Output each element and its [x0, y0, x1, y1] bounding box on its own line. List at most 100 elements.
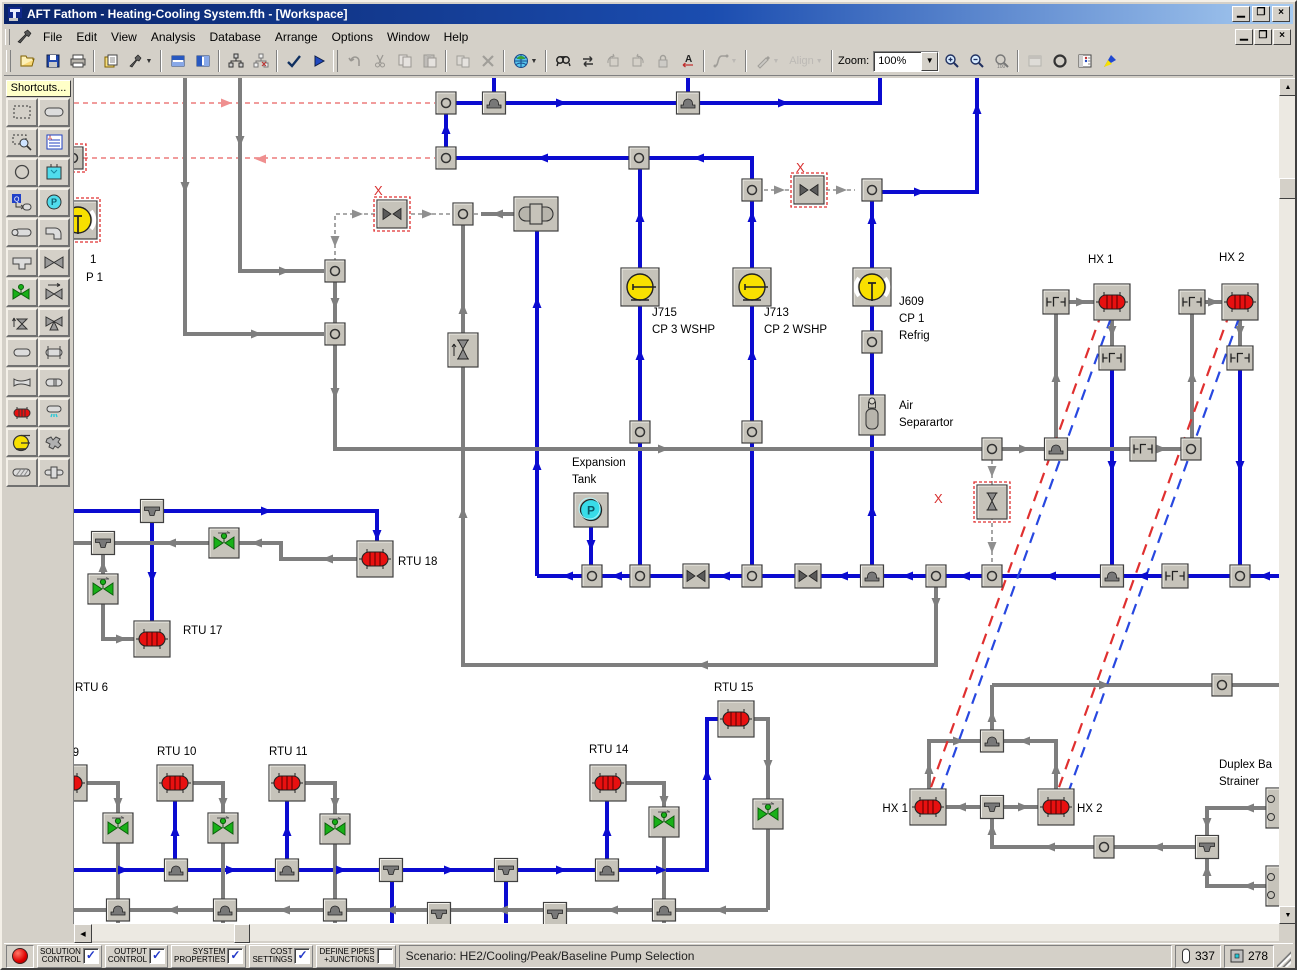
pipe[interactable]	[446, 156, 754, 192]
analysis-tools-button[interactable]: ▼	[123, 49, 157, 73]
pipe[interactable]	[304, 781, 337, 923]
zoom-100-button[interactable]: 100	[989, 49, 1014, 73]
mdi-close-button[interactable]: ×	[1273, 28, 1291, 45]
menu-grip[interactable]	[5, 28, 10, 45]
junction-tee[interactable]	[542, 901, 568, 925]
shortcuts-button[interactable]: Shortcuts...	[6, 80, 71, 97]
pipe[interactable]	[334, 213, 375, 260]
pipe-tool[interactable]	[38, 98, 70, 127]
junction-branch[interactable]	[1099, 564, 1125, 588]
junction-circ[interactable]	[1229, 564, 1251, 588]
junction-branch[interactable]	[322, 898, 348, 922]
junction-circ[interactable]	[741, 564, 763, 588]
zoom-select-tool[interactable]	[6, 128, 38, 157]
pipe[interactable]	[1065, 317, 1241, 797]
toolbar-grip[interactable]	[333, 50, 338, 72]
tee-tool[interactable]	[6, 248, 38, 277]
junction-circ[interactable]	[1180, 437, 1202, 461]
junction-strain[interactable]	[1265, 787, 1279, 829]
tube-bundle-tool[interactable]	[38, 368, 70, 397]
junction-hx[interactable]	[1221, 283, 1259, 321]
workspace-view-button[interactable]	[165, 49, 190, 73]
global-edit-button[interactable]: ▼	[508, 49, 542, 73]
junction-hx[interactable]	[909, 788, 947, 826]
junction-cv[interactable]	[752, 798, 784, 830]
junction-pump[interactable]	[74, 197, 101, 243]
junction-ptank[interactable]: P	[573, 492, 609, 528]
assigned-flow-tool[interactable]: Q	[6, 188, 38, 217]
junction-circ[interactable]	[981, 564, 1003, 588]
spray-discharge-tool[interactable]	[38, 398, 70, 427]
save-button[interactable]	[40, 49, 65, 73]
junction-circ[interactable]	[741, 420, 763, 444]
junction-branch[interactable]	[1043, 437, 1069, 461]
junction-branch[interactable]	[105, 898, 131, 922]
scenario-manager-button[interactable]	[223, 49, 248, 73]
zoom-out-button[interactable]	[964, 49, 989, 73]
zoom-in-button[interactable]	[939, 49, 964, 73]
junction-circ[interactable]	[324, 259, 346, 283]
junction-branch[interactable]	[163, 858, 189, 882]
vertical-scrollbar[interactable]: ▲ ▼	[1279, 78, 1295, 924]
junction-fitting[interactable]	[1042, 289, 1070, 315]
junction-hx[interactable]	[589, 764, 627, 802]
junction-relief[interactable]	[447, 332, 479, 368]
junction-circ[interactable]	[1211, 673, 1233, 697]
branch-tool[interactable]	[6, 218, 38, 247]
pipe[interactable]	[438, 78, 882, 105]
junction-tee[interactable]	[378, 857, 404, 883]
junction-valve[interactable]	[794, 563, 822, 589]
venturi-tool[interactable]	[38, 338, 70, 367]
junction-valvec[interactable]	[790, 172, 828, 208]
junction-circ[interactable]	[324, 322, 346, 346]
pipe[interactable]	[753, 717, 770, 910]
junction-hx[interactable]	[356, 540, 394, 578]
junction-hx[interactable]	[133, 620, 171, 658]
junction-tee[interactable]	[90, 530, 116, 556]
assigned-pressure-tool[interactable]: P	[38, 188, 70, 217]
pipe[interactable]	[1056, 311, 1232, 791]
print-preview-button[interactable]	[98, 49, 123, 73]
highlight-button[interactable]	[1097, 49, 1122, 73]
junction-pump[interactable]	[620, 267, 660, 307]
fitting-tool[interactable]	[38, 458, 70, 487]
pipe[interactable]	[86, 781, 120, 923]
toggle-checkbox[interactable]: ✓	[82, 948, 99, 964]
dead-end-tool[interactable]	[6, 368, 38, 397]
pipe[interactable]	[872, 78, 979, 194]
junction-branch[interactable]	[859, 564, 885, 588]
junction-tee[interactable]	[979, 794, 1005, 820]
junction-cv[interactable]	[648, 806, 680, 838]
menu-options[interactable]: Options	[331, 29, 373, 44]
scroll-left-button[interactable]: ◀	[74, 924, 92, 943]
junction-tee[interactable]	[1194, 834, 1220, 860]
bend-tool[interactable]	[38, 218, 70, 247]
junction-fitting[interactable]	[1098, 345, 1126, 371]
junction-valve[interactable]	[682, 563, 710, 589]
turbine-tool[interactable]	[38, 428, 70, 457]
menu-edit[interactable]: Edit	[76, 29, 98, 44]
close-button[interactable]: ×	[1272, 6, 1290, 22]
junction-hx[interactable]	[74, 764, 88, 802]
toggle-checkbox[interactable]: ✓	[149, 948, 166, 964]
menu-help[interactable]: Help	[443, 29, 469, 44]
junction-circ[interactable]	[861, 178, 883, 202]
minimize-button[interactable]: ▁	[1232, 6, 1250, 22]
menu-view[interactable]: View	[111, 29, 137, 44]
junction-branch[interactable]	[651, 898, 677, 922]
toggle-checkbox[interactable]: ✓	[227, 948, 244, 964]
junction-comp[interactable]	[513, 196, 559, 232]
valve-tool[interactable]	[38, 248, 70, 277]
mdi-minimize-button[interactable]: ▁	[1235, 28, 1253, 45]
junction-circ[interactable]	[861, 330, 883, 354]
horizontal-scrollbar[interactable]: ◀	[74, 924, 1279, 943]
model-data-view-button[interactable]	[190, 49, 215, 73]
annotation-tool[interactable]: A	[38, 128, 70, 157]
record-button[interactable]	[1047, 49, 1072, 73]
junction-fitting[interactable]	[1178, 289, 1206, 315]
renumber-button[interactable]: A	[675, 49, 700, 73]
find-button[interactable]	[550, 49, 575, 73]
